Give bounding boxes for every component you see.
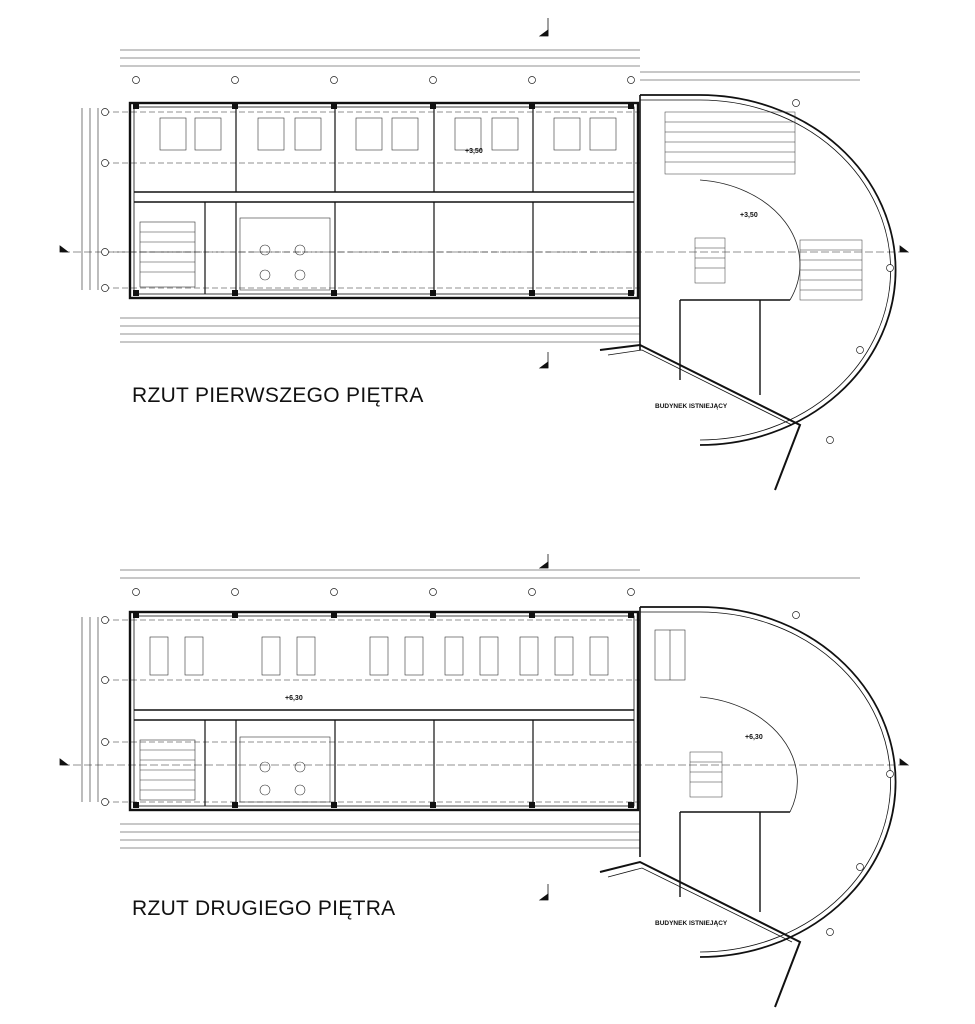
first-floor-plan: +3,50 +3,50 BUDYNEK ISTNIEJĄCY RZUT PIER… xyxy=(59,18,910,491)
second-floor-drawing xyxy=(59,554,910,1008)
plan-title: RZUT PIERWSZEGO PIĘTRA xyxy=(132,384,424,407)
existing-building-label: BUDYNEK ISTNIEJĄCY xyxy=(655,920,728,927)
level-mark-2: +3,50 xyxy=(740,212,758,219)
level-mark-1: +3,50 xyxy=(465,148,483,155)
level-mark-4: +6,30 xyxy=(745,734,763,741)
first-floor-drawing xyxy=(59,18,910,491)
existing-building-label: BUDYNEK ISTNIEJĄCY xyxy=(655,403,728,410)
level-mark-3: +6,30 xyxy=(285,695,303,702)
plan-title: RZUT DRUGIEGO PIĘTRA xyxy=(132,897,396,920)
second-floor-plan: +6,30 +6,30 BUDYNEK ISTNIEJĄCY RZUT DRUG… xyxy=(0,512,975,1024)
